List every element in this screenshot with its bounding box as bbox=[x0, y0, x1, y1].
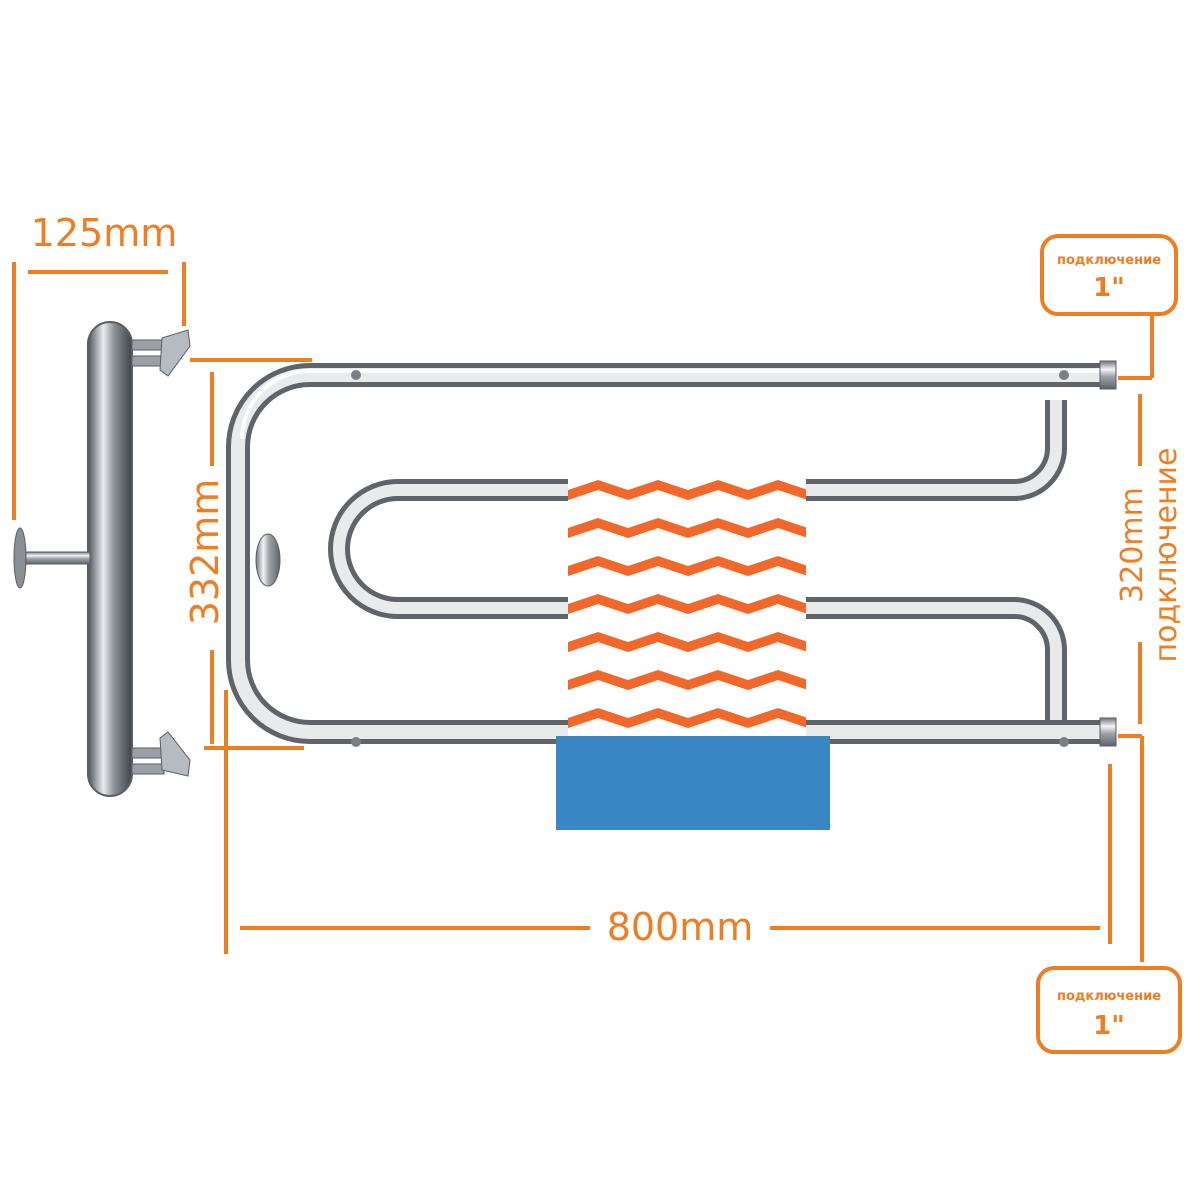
bottom-connection-size: 1" bbox=[1093, 1011, 1125, 1041]
bottom-connection-title: подключение bbox=[1057, 989, 1161, 1004]
screw-icon bbox=[351, 370, 361, 380]
depth-dimension bbox=[12, 262, 186, 520]
top-bracket-icon bbox=[131, 329, 191, 377]
height-dimension bbox=[190, 358, 312, 750]
top-connection-callout: подключение 1" bbox=[1040, 234, 1178, 316]
width-dimension bbox=[224, 690, 1112, 954]
towel-fold bbox=[556, 736, 830, 830]
side-view bbox=[13, 321, 191, 797]
connection-distance-dimension bbox=[1118, 314, 1154, 962]
towel bbox=[556, 478, 830, 830]
connection-word-label: подключение bbox=[1149, 447, 1184, 662]
top-connection-size: 1" bbox=[1093, 273, 1125, 303]
bottom-bracket-icon bbox=[131, 731, 191, 777]
towel-pattern bbox=[568, 478, 806, 738]
wall-mount-icon bbox=[13, 527, 91, 589]
mount-disc-icon bbox=[255, 533, 281, 587]
screw-icon bbox=[351, 737, 361, 747]
top-connection-end bbox=[1099, 360, 1117, 390]
height-dimension-label: 332mm bbox=[183, 479, 227, 626]
screw-icon bbox=[1059, 737, 1069, 747]
screw-icon bbox=[1059, 370, 1069, 380]
connection-distance-label: 320mm bbox=[1115, 487, 1150, 603]
bottom-connection-callout: подключение 1" bbox=[1036, 966, 1182, 1054]
rail-front-view bbox=[226, 360, 1117, 747]
depth-dimension-label: 125mm bbox=[31, 211, 178, 255]
bottom-connection-end bbox=[1099, 717, 1117, 747]
top-connection-title: подключение bbox=[1057, 253, 1161, 268]
width-dimension-label: 800mm bbox=[607, 905, 754, 949]
